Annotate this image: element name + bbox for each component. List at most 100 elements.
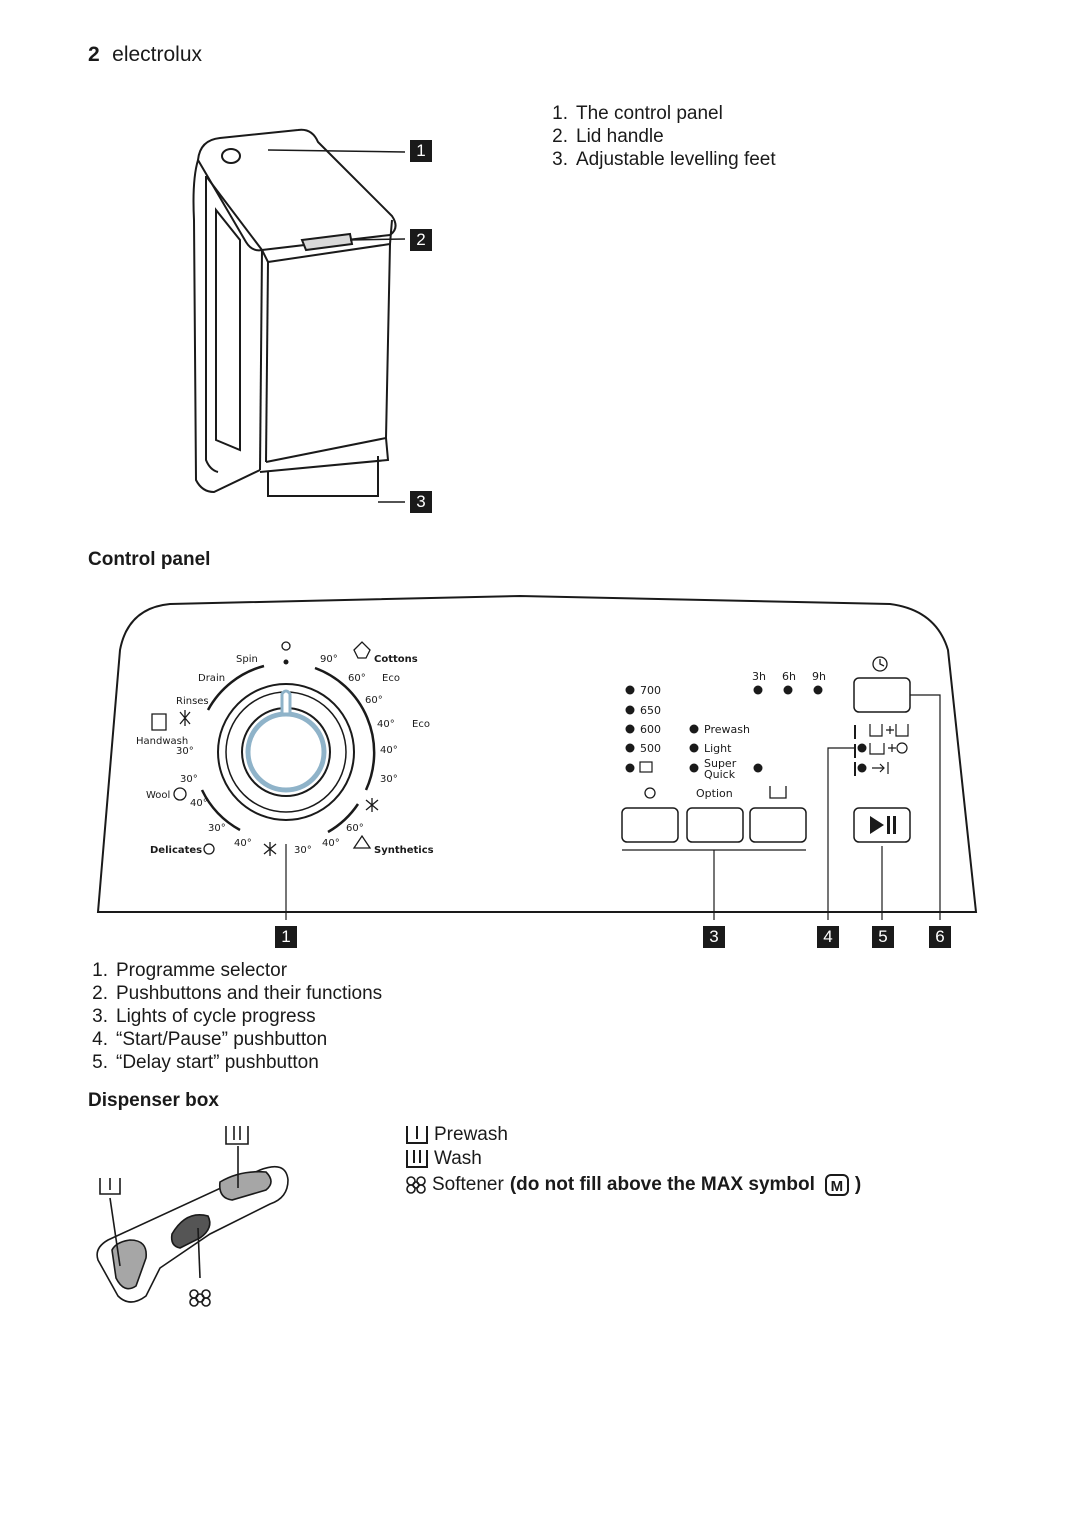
super-label: Super: [704, 757, 737, 770]
progress-bar-3: [854, 762, 856, 776]
delay-3h-light: [753, 685, 763, 695]
super-quick-light: [689, 763, 699, 773]
spin-600-light: [625, 724, 635, 734]
spin-700-label: 700: [640, 684, 661, 697]
wool-icon: [173, 787, 187, 801]
dial-label-handwash-temp: 30°: [176, 746, 194, 757]
dial-label-synthetics: Synthetics: [374, 845, 434, 856]
spin-button[interactable]: [621, 807, 679, 843]
prewash-label: Prewash: [704, 723, 750, 736]
callout-5-panel: 5: [872, 926, 894, 948]
prewash-icon: [406, 1126, 428, 1144]
callout-3-top: 3: [410, 491, 432, 513]
delay-6h-light: [783, 685, 793, 695]
synthetics-star-icon: [365, 798, 379, 812]
callout-6-panel: 6: [929, 926, 951, 948]
control-panel-title: Control panel: [88, 549, 211, 570]
callout-1-top: 1: [410, 140, 432, 162]
delicates-star-icon: [263, 842, 277, 856]
dial-label-wool: Wool: [146, 790, 170, 801]
dial-label-eco-a: Eco: [382, 673, 400, 684]
list-item: 3.Lights of cycle progress: [92, 1006, 316, 1027]
spin-600-label: 600: [640, 723, 661, 736]
list-item: 5.“Delay start” pushbutton: [92, 1052, 319, 1073]
wash-label: Wash: [434, 1148, 482, 1169]
page-header: 2 electrolux: [88, 43, 202, 67]
progress-bar-2: [854, 744, 856, 758]
dial-label-handwash: Handwash: [136, 736, 188, 747]
prewash-light: [689, 724, 699, 734]
dial-label-eco-b: Eco: [412, 719, 430, 730]
spin-650-label: 650: [640, 704, 661, 717]
end-icon: [872, 762, 889, 774]
list-item: 1.The control panel: [552, 103, 723, 124]
delicates-icon: [203, 843, 215, 855]
max-warning-text: (do not fill above the MAX symbol: [509, 1174, 815, 1195]
rinse-star-icon: [179, 710, 191, 726]
rinse-plus-icon: [769, 786, 787, 799]
dial-label-cottons: Cottons: [374, 654, 418, 665]
dial-label-cot-40: 40°: [380, 745, 398, 756]
option-label: Option: [696, 787, 733, 800]
callout-3-panel: 3: [703, 926, 725, 948]
callout-4-panel: 4: [817, 926, 839, 948]
prewash-wash-icon: [869, 724, 909, 737]
delay-9h-light: [813, 685, 823, 695]
dial-label-del-40: 40°: [234, 838, 252, 849]
dial-label-cot-60: 60°: [365, 695, 383, 706]
off-position-icon: [281, 641, 291, 651]
dial-label-drain: Drain: [198, 673, 225, 684]
brand-name: electrolux: [112, 43, 203, 66]
dispenser-box-illustration: [96, 1126, 289, 1307]
dial-label-del-30b: 30°: [294, 845, 312, 856]
rinse-button[interactable]: [749, 807, 807, 843]
prewash-compartment-icon: [99, 1178, 121, 1195]
light-light: [689, 743, 699, 753]
warning-close-paren: ): [854, 1174, 862, 1195]
dial-label-syn-60: 60°: [346, 823, 364, 834]
control-panel-illustration: Spin Drain Rinses Handwash 30° 30° Wool …: [96, 594, 978, 920]
dial-label-wool-40: 40°: [190, 798, 208, 809]
legend-wash: Wash: [404, 1148, 482, 1170]
option-button[interactable]: [686, 807, 744, 843]
list-item: 2.Lid handle: [552, 126, 664, 147]
dial-label-rinses: Rinses: [176, 696, 209, 707]
dial-label-del-30: 30°: [208, 823, 226, 834]
callout-1-panel: 1: [275, 926, 297, 948]
page-number: 2: [88, 43, 100, 66]
delay-start-button[interactable]: [853, 677, 911, 713]
softener-icon: [406, 1176, 426, 1194]
light-label: Light: [704, 742, 732, 755]
extra-rinse-light: [753, 763, 763, 773]
list-item: 4.“Start/Pause” pushbutton: [92, 1029, 328, 1050]
wash-icon: [406, 1150, 428, 1168]
wash-rinse-icon: [869, 743, 896, 755]
play-pause-icon: [870, 816, 884, 834]
dial-label-cot-60eco: 60°: [348, 673, 366, 684]
synthetics-icon: [352, 834, 372, 849]
spin-icon: [644, 787, 656, 799]
legend-softener: Softener (do not fill above the MAX symb…: [404, 1174, 861, 1196]
spin-500-label: 500: [640, 742, 661, 755]
delay-9h-label: 9h: [812, 670, 826, 683]
end-progress-light: [857, 763, 867, 773]
cottons-icon: [353, 641, 371, 659]
rinse-hold-icon: [639, 761, 653, 773]
washing-machine-illustration: [192, 128, 406, 503]
prewash-label: Prewash: [434, 1124, 508, 1145]
dispenser-box-title: Dispenser box: [88, 1090, 219, 1111]
dial-label-cot-30: 30°: [380, 774, 398, 785]
legend-prewash: Prewash: [404, 1124, 508, 1146]
softener-label: Softener: [432, 1174, 504, 1195]
wash-progress-light: [857, 743, 867, 753]
dial-label-spin: Spin: [236, 654, 258, 665]
spin-700-light: [625, 685, 635, 695]
programme-dial[interactable]: [200, 659, 376, 834]
rinse-hold-light: [625, 763, 635, 773]
list-item: 2.Pushbuttons and their functions: [92, 983, 383, 1004]
list-item: 3.Adjustable levelling feet: [552, 149, 776, 170]
dial-label-syn-40: 40°: [322, 838, 340, 849]
quick-label: Quick: [704, 768, 736, 781]
wash-compartment-icon: [225, 1126, 249, 1145]
list-item: 1.Programme selector: [92, 960, 288, 981]
